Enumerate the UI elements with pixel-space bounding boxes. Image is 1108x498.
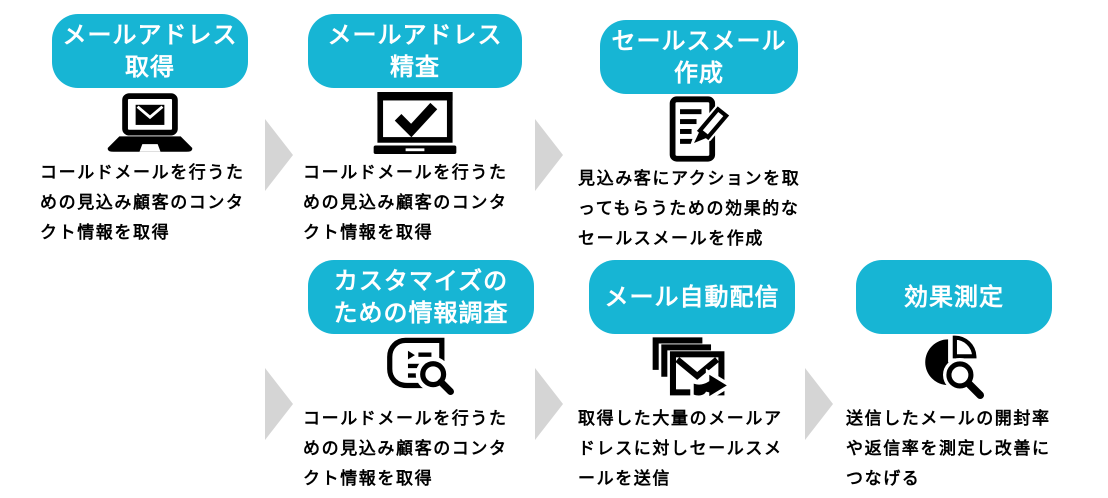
step-4-description: コールドメールを行うた めの見込み顧客のコンタ クト情報を取得 <box>303 404 539 494</box>
desc-line: めの見込み顧客のコンタ <box>40 193 245 213</box>
step-2-badge-line: メールアドレス <box>327 21 503 49</box>
flow-arrow-icon <box>805 368 833 440</box>
scroll-magnifier-icon <box>384 337 458 400</box>
step-1-badge: メールアドレス 取得 <box>52 14 248 88</box>
step-2-badge-line: 精査 <box>390 53 440 81</box>
desc-line: コールドメールを行うた <box>303 409 508 429</box>
step-1-badge-line: メールアドレス <box>62 21 238 49</box>
desc-line: 取得した大量のメールア <box>578 409 783 429</box>
step-5-description: 取得した大量のメールア ドレスに対しセールスメ ールを送信 <box>578 404 806 494</box>
step-3-sales-email-creation: セールスメール 作成 見込み客にアクションを取 ってもらうための効果的な セール… <box>578 20 820 254</box>
step-6-badge-line: 効果測定 <box>904 283 1004 311</box>
desc-line: ドレスに対しセールスメ <box>578 439 783 459</box>
desc-line: クト情報を取得 <box>303 223 434 243</box>
step-3-description: 見込み客にアクションを取 ってもらうための効果的な セールスメールを作成 <box>578 164 820 254</box>
flow-arrow-icon <box>265 119 293 191</box>
step-3-badge-line: 作成 <box>674 59 724 87</box>
flow-arrow-icon <box>535 119 563 191</box>
desc-line: コールドメールを行うた <box>303 163 508 183</box>
desc-line: めの見込み顧客のコンタ <box>303 193 508 213</box>
desc-line: コールドメールを行うた <box>40 163 245 183</box>
desc-line: めの見込み顧客のコンタ <box>303 439 508 459</box>
step-6-description: 送信したメールの開封率 や返信率を測定し改善に つなげる <box>846 404 1062 494</box>
step-2-badge: メールアドレス 精査 <box>308 14 522 88</box>
desc-line: セールスメールを作成 <box>578 229 764 249</box>
step-4-customization-research: カスタマイズの ための情報調査 コールドメールを行うた めの見込み顧客のコンタ … <box>303 260 539 494</box>
step-4-badge-line: カスタマイズの <box>333 267 509 295</box>
step-4-badge: カスタマイズの ための情報調査 <box>308 260 534 334</box>
flow-arrow-icon <box>535 368 563 440</box>
desc-line: や返信率を測定し改善に <box>846 439 1051 459</box>
step-6-effect-measurement: 効果測定 送信したメールの開封率 や返信率を測定し改善に つなげる <box>846 260 1062 494</box>
document-pencil-icon <box>668 96 730 162</box>
step-5-badge-line: メール自動配信 <box>604 283 780 311</box>
step-2-description: コールドメールを行うた めの見込み顧客のコンタ クト情報を取得 <box>303 158 527 248</box>
mail-stack-send-icon <box>649 337 735 401</box>
flow-arrow-icon <box>265 368 293 440</box>
step-3-badge: セールスメール 作成 <box>600 20 798 94</box>
step-1-email-acquisition: メールアドレス 取得 コールドメールを行うた めの見込み顧客のコンタ クト情報を… <box>40 14 260 248</box>
step-6-badge: 効果測定 <box>856 260 1052 334</box>
pie-chart-magnifier-icon <box>921 335 987 402</box>
desc-line: ールを送信 <box>578 469 671 489</box>
desc-line: つなげる <box>846 469 921 489</box>
laptop-mail-icon <box>104 92 196 154</box>
desc-line: 送信したメールの開封率 <box>846 409 1051 429</box>
step-4-badge-line: ための情報調査 <box>333 299 509 327</box>
step-1-badge-line: 取得 <box>125 53 175 81</box>
laptop-check-icon <box>369 92 461 154</box>
desc-line: クト情報を取得 <box>40 223 171 243</box>
step-5-auto-send: メール自動配信 取得した大量のメールア ドレスに対しセールスメ ールを送信 <box>578 260 806 494</box>
desc-line: クト情報を取得 <box>303 469 434 489</box>
step-1-description: コールドメールを行うた めの見込み顧客のコンタ クト情報を取得 <box>40 158 260 248</box>
step-3-badge-line: セールスメール <box>611 27 787 55</box>
step-2-email-verification: メールアドレス 精査 コールドメールを行うた めの見込み顧客のコンタ クト情報を… <box>303 14 527 248</box>
step-5-badge: メール自動配信 <box>589 260 795 334</box>
desc-line: ってもらうための効果的な <box>578 199 800 219</box>
desc-line: 見込み客にアクションを取 <box>578 169 801 189</box>
